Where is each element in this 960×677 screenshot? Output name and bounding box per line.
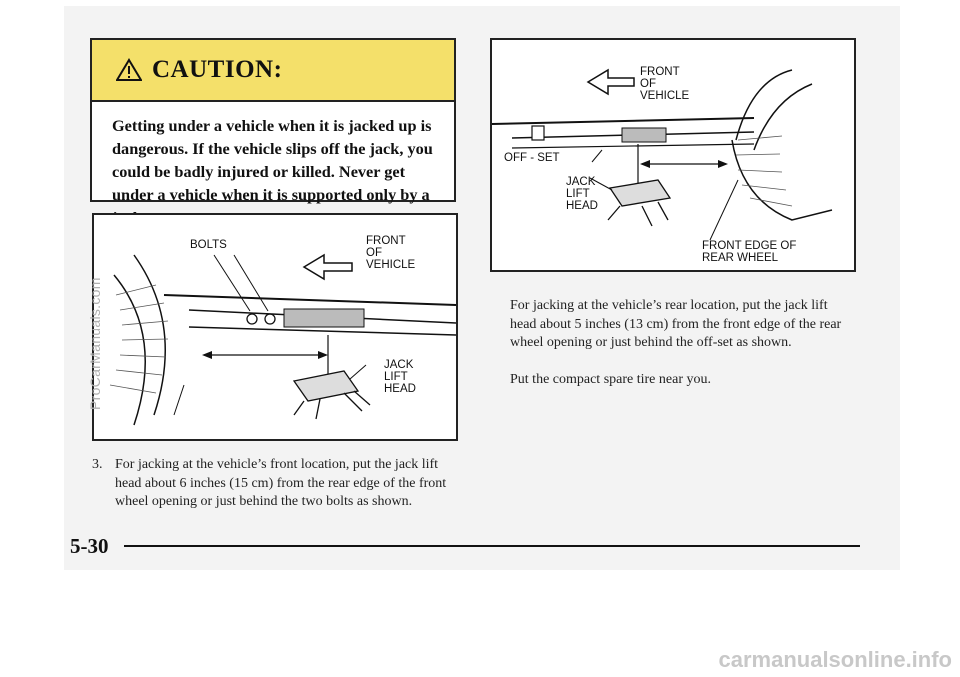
front-jacking-illustration [109, 253, 456, 426]
front-of-vehicle-label: FRONT OF VEHICLE [640, 66, 690, 102]
caution-text: Getting under a vehicle when it is jacke… [112, 116, 433, 227]
page-number: 5-30 [70, 534, 109, 558]
bolts-label: BOLTS [190, 239, 227, 251]
front-edge-rear-wheel-label: FRONT EDGE OF REAR WHEEL [702, 240, 797, 264]
rear-jacking-paragraph: For jacking at the vehicle’s rear locati… [510, 298, 842, 350]
caution-box: CAUTION: Getting under a vehicle when it… [90, 38, 456, 227]
rear-jacking-figure: FRONT OF VEHICLE OFF - SET JACK LIFT HEA… [490, 38, 856, 272]
step-text: For jacking at the vehicle’s front locat… [115, 457, 447, 509]
step-number: 3. [92, 457, 103, 472]
footer-rule [124, 545, 860, 547]
caution-title: CAUTION: [152, 56, 283, 83]
rear-jacking-illustration [492, 68, 833, 241]
side-watermark: ProCarManuals.com [87, 277, 103, 410]
front-of-vehicle-label: FRONT OF VEHICLE [366, 235, 416, 271]
warning-triangle-icon [116, 58, 142, 81]
site-watermark: carmanualsonline.info [718, 647, 953, 672]
front-jacking-figure: BOLTS FRONT OF VEHICLE JACK LIFT HEAD [92, 213, 458, 441]
caution-header: CAUTION: [92, 40, 454, 102]
page-footer: 5-30 [70, 534, 860, 558]
jack-lift-head-label: JACK LIFT HEAD [566, 176, 598, 212]
jack-lift-head-label: JACK LIFT HEAD [384, 359, 416, 395]
spare-tire-paragraph: Put the compact spare tire near you. [510, 372, 711, 387]
caution-body: Getting under a vehicle when it is jacke… [92, 102, 454, 229]
off-set-label: OFF - SET [504, 152, 560, 164]
